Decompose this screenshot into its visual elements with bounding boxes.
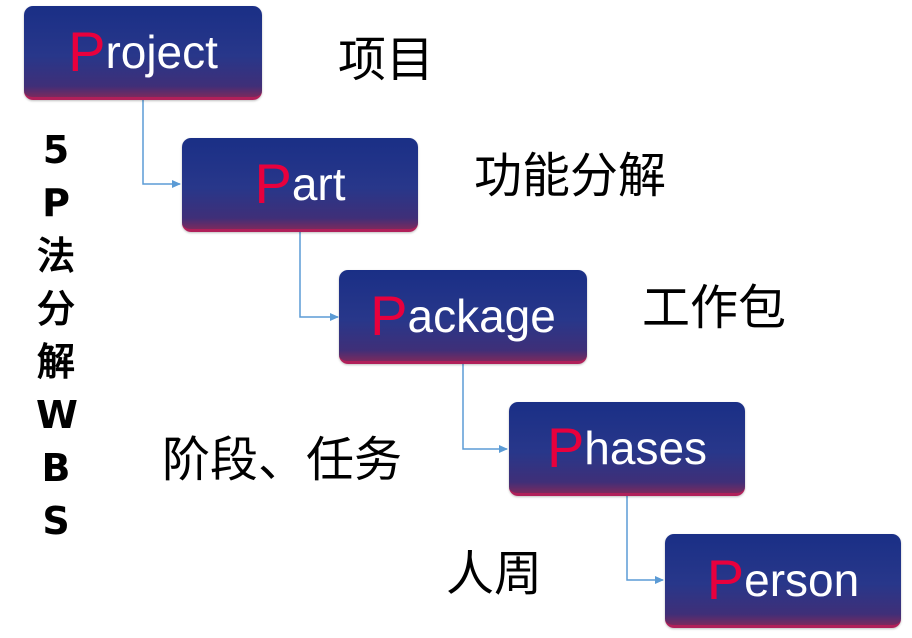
box-initial: P bbox=[706, 547, 745, 611]
box-text: art bbox=[291, 157, 346, 210]
vertical-title: 5 P 法 分 解 W B S bbox=[36, 124, 78, 548]
label-project: 项目 bbox=[338, 32, 435, 88]
connector-part-package bbox=[299, 232, 339, 321]
box-text: ackage bbox=[407, 289, 556, 342]
vertical-title-char: P bbox=[42, 181, 70, 225]
vertical-title-char: 解 bbox=[36, 340, 75, 384]
vertical-title-char: W bbox=[36, 393, 78, 437]
label-phases: 阶段、任务 bbox=[162, 432, 403, 488]
vertical-title-char: S bbox=[42, 499, 70, 543]
vertical-title-char: 法 bbox=[36, 234, 75, 278]
vertical-title-char: 5 bbox=[42, 128, 70, 172]
box-initial: P bbox=[546, 415, 585, 479]
label-part: 功能分解 bbox=[474, 148, 667, 204]
connector-project-part bbox=[142, 100, 181, 188]
label-package: 工作包 bbox=[642, 280, 787, 336]
box-initial: P bbox=[254, 151, 292, 215]
connector-package-phases bbox=[462, 364, 508, 453]
box-text: hases bbox=[584, 421, 708, 474]
box-initial: P bbox=[68, 19, 106, 83]
box-initial: P bbox=[370, 283, 408, 347]
vertical-title-char: B bbox=[41, 446, 71, 490]
connector-phases-person bbox=[626, 496, 664, 584]
label-person: 人周 bbox=[446, 546, 543, 602]
box-text: roject bbox=[105, 25, 218, 78]
box-text: erson bbox=[744, 553, 860, 606]
vertical-title-char: 分 bbox=[36, 287, 75, 331]
